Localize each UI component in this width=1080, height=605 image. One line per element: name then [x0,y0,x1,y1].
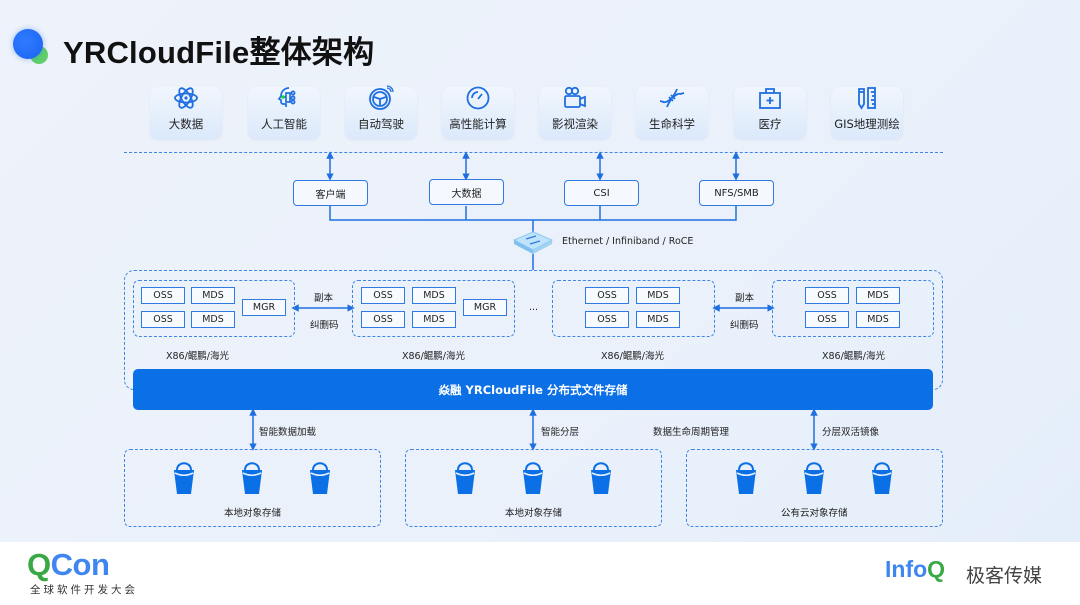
qcon-logo: QCon [27,547,110,582]
qcon-logo-q: Q [27,547,51,582]
replication-label: 副本 [735,293,755,304]
atom-icon [174,87,198,109]
oss-service: OSS [805,287,849,304]
app-label: 大数据 [168,117,204,131]
storage-pool-3 [686,449,943,527]
qcon-subtitle: 全球软件开发大会 [30,584,138,596]
app-label: 人工智能 [261,117,307,131]
app-card-autonomous-driving: 自动驾驶 [345,85,417,139]
app-card-hpc: 高性能计算 [442,86,514,139]
dna-icon [659,88,685,108]
bucket-icon [523,462,543,494]
qcon-logo-con: Con [50,547,110,582]
bucket-icon [804,462,824,494]
app-card-medical: 医疗 [734,87,806,139]
storage-pool-1 [124,449,381,527]
app-card-gis: GIS地理测绘 [831,87,903,139]
infoq-logo-info: Info [885,556,928,582]
infoq-logo-q: Q [927,556,946,582]
protocol-bigdata: 大数据 [429,179,504,205]
distributed-storage-bar: 焱融 YRCloudFile 分布式文件存储 [133,369,933,410]
steering-wheel-icon [369,85,394,110]
node-group-4 [772,280,934,337]
storage-pool-label: 公有云对象存储 [781,508,848,519]
mgr-service: MGR [463,299,507,316]
video-camera-icon [564,86,586,108]
ai-head-icon [277,87,296,107]
storage-pool-label: 本地对象存储 [505,508,563,519]
replication-label: 副本 [314,293,334,304]
mds-service: MDS [636,287,680,304]
tier-label-lifecycle: 数据生命周期管理 [653,427,730,438]
app-layer-divider [124,152,943,153]
app-label: 医疗 [758,117,782,131]
oss-service: OSS [805,311,849,328]
footer [0,542,1080,605]
slide: YRCloudFile整体架构 大数据 人工智能 自动驾驶 高性能计算 影视渲染… [0,0,1080,542]
mds-service: MDS [856,311,900,328]
ellipsis: ... [529,302,539,313]
bucket-icon [872,462,892,494]
bucket-icon [736,462,756,494]
mds-service: MDS [191,287,235,304]
app-label: GIS地理测绘 [834,117,900,131]
oss-service: OSS [585,287,629,304]
app-card-ai: 人工智能 [248,87,320,139]
tier-label-smart-loading: 智能数据加载 [259,427,317,438]
mds-service: MDS [412,287,456,304]
bucket-icon [174,462,194,494]
mds-service: MDS [412,311,456,328]
app-card-life-science: 生命科学 [636,87,708,139]
erasure-code-label: 纠删码 [310,320,339,331]
speedometer-icon [466,86,490,110]
app-label: 生命科学 [649,117,695,131]
node-platform: X86/鲲鹏/海光 [402,351,465,362]
protocol-csi: CSI [564,180,639,206]
tier-label-smart-tiering: 智能分层 [541,427,580,438]
tier-label-active-mirror: 分层双活镜像 [822,427,880,438]
node-platform: X86/鲲鹏/海光 [601,351,664,362]
oss-service: OSS [141,287,185,304]
node-group-3 [552,280,715,337]
network-switch-icon [512,231,554,254]
bucket-icon [591,462,611,494]
ruler-pencil-icon [858,87,876,110]
infoq-logo: InfoQ [885,558,945,581]
page-title: YRCloudFile整体架构 [63,35,375,70]
protocol-nfs-smb: NFS/SMB [699,180,774,206]
oss-service: OSS [361,311,405,328]
mds-service: MDS [856,287,900,304]
node-group-2 [352,280,515,337]
mds-service: MDS [636,311,680,328]
bucket-icon [310,462,330,494]
storage-pool-label: 本地对象存储 [224,508,282,519]
app-label: 影视渲染 [552,117,598,131]
app-label: 高性能计算 [449,117,507,131]
app-card-big-data: 大数据 [150,87,222,139]
network-label: Ethernet / Infiniband / RoCE [562,236,694,247]
bucket-icon [455,462,475,494]
infoq-chinese-name: 极客传媒 [966,565,1043,587]
oss-service: OSS [585,311,629,328]
network-bus [329,206,737,221]
protocol-client: 客户端 [293,180,368,206]
node-platform: X86/鲲鹏/海光 [822,351,885,362]
storage-pool-2 [405,449,662,527]
node-group-1 [133,280,295,337]
bucket-icon [242,462,262,494]
mds-service: MDS [191,311,235,328]
app-label: 自动驾驶 [358,117,404,131]
mgr-service: MGR [242,299,286,316]
erasure-code-label: 纠删码 [730,320,759,331]
medical-kit-icon [759,88,781,109]
oss-service: OSS [361,287,405,304]
app-card-film-rendering: 影视渲染 [539,86,611,139]
title-dot-blue [13,29,43,59]
node-platform: X86/鲲鹏/海光 [166,351,229,362]
oss-service: OSS [141,311,185,328]
